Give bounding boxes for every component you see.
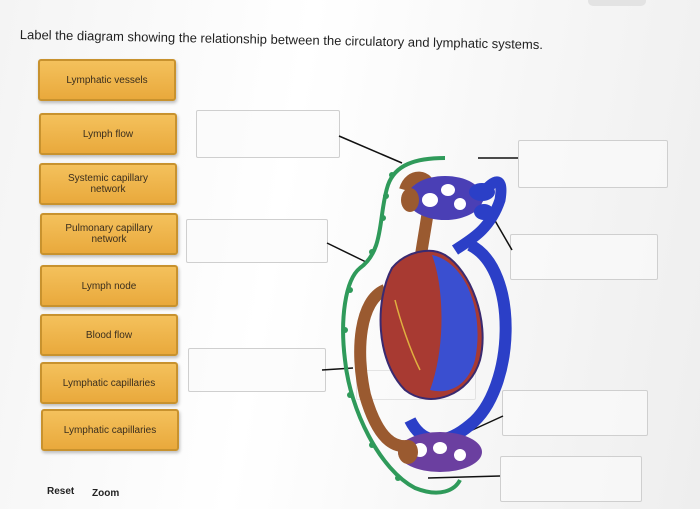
label-text: Pulmonary capillary network [65,223,153,245]
label-text: Lymph node [81,280,137,292]
label-card-lymph-flow[interactable]: Lymph flow [39,113,177,155]
drop-target-6[interactable] [502,390,648,436]
drop-target-1[interactable] [196,110,340,158]
drop-target-5[interactable] [510,234,658,280]
systemic-capillary-network [398,432,482,472]
drop-target-2[interactable] [186,219,328,263]
label-card-lymphatic-capillaries[interactable]: Lymphatic capillaries [40,362,178,404]
label-text: Lymphatic capillaries [63,424,157,436]
label-text: Blood flow [85,329,133,341]
label-card-lymph-node[interactable]: Lymph node [40,265,178,307]
drop-target-4[interactable] [518,140,668,188]
label-card-systemic-capillary-network[interactable]: Systemic capillary network [39,163,177,205]
top-tab [588,0,646,6]
label-card-lymphatic-vessels[interactable]: Lymphatic vessels [38,59,176,101]
lymph-node-beads [342,172,401,481]
label-card-blood-flow[interactable]: Blood flow [40,314,178,356]
label-card-pulmonary-capillary-network[interactable]: Pulmonary capillary network [40,213,178,255]
label-text: Lymph flow [82,128,134,140]
label-text: Lymphatic vessels [66,74,148,86]
label-card-lymphatic-capillaries-2[interactable]: Lymphatic capillaries [41,409,179,451]
label-text: Lymphatic capillaries [62,377,156,389]
lymphatic-vessel [341,156,462,495]
drop-target-7[interactable] [500,456,642,502]
heart [379,249,484,400]
pulmonary-capillary-network [401,176,495,220]
label-text: Systemic capillary network [67,173,149,195]
reset-button[interactable]: Reset [47,486,75,497]
zoom-button[interactable]: Zoom [92,488,120,499]
